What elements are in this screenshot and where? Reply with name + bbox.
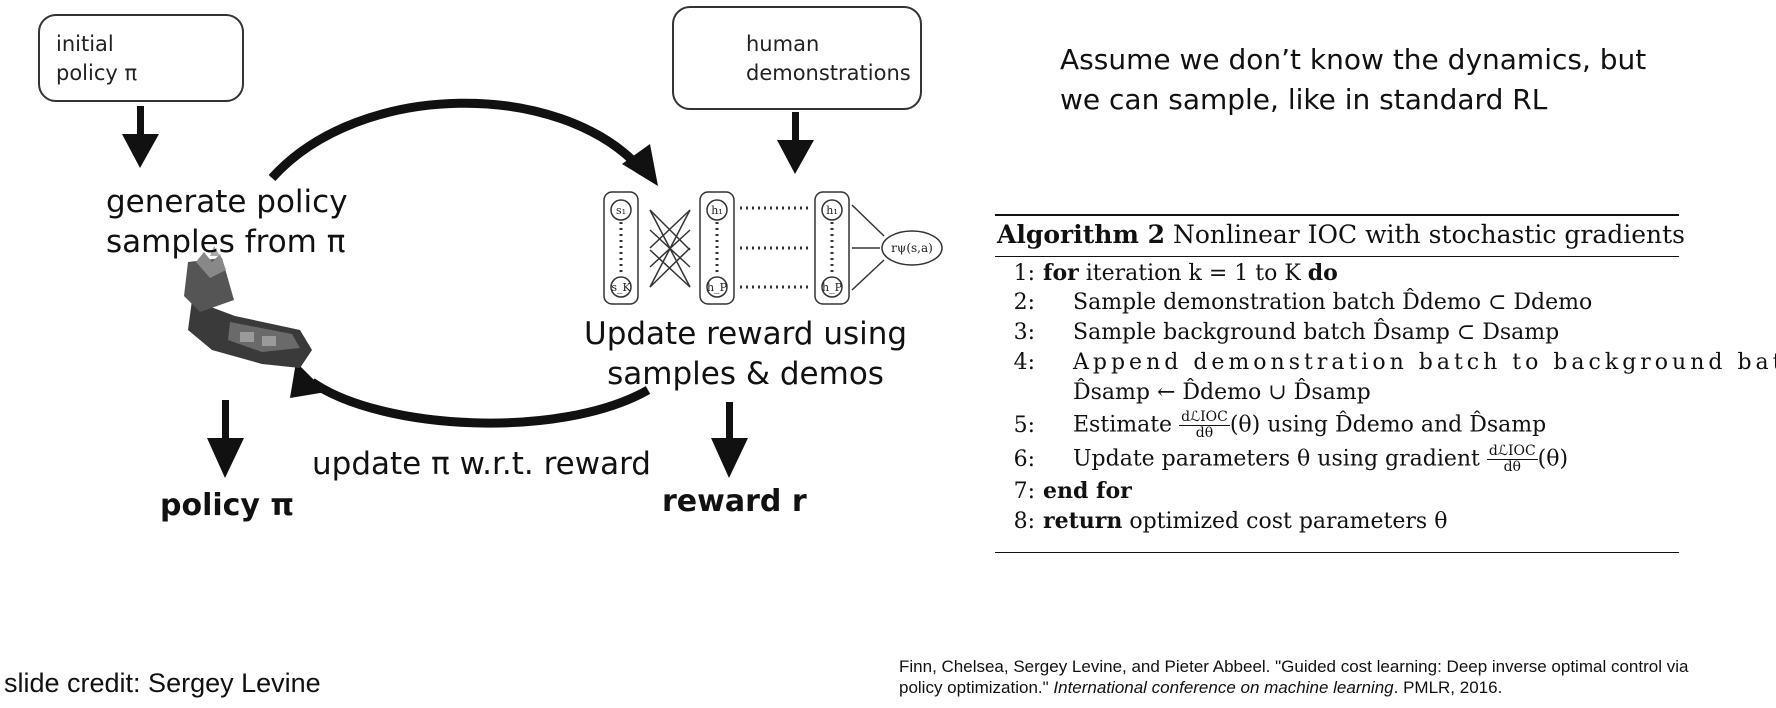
update-reward-line2: samples & demos xyxy=(607,356,884,392)
reward-output-label: reward r xyxy=(662,484,807,519)
algorithm-line-2: 2:Sample demonstration batch D̂demo ⊂ Dd… xyxy=(1013,290,1593,315)
assumption-line2: we can sample, like in standard RL xyxy=(1060,83,1548,116)
algorithm-bottom-rule xyxy=(995,552,1679,553)
algorithm-line-1: 1:for iteration k = 1 to K do xyxy=(1013,260,1338,286)
node-hidden2-bottom: h_P xyxy=(822,281,843,294)
algorithm-line-6: 6:Update parameters θ using gradient dℒI… xyxy=(1013,443,1569,475)
node-input-bottom: s_K xyxy=(611,281,631,294)
citation-line1: Finn, Chelsea, Sergey Levine, and Pieter… xyxy=(899,657,1689,676)
arrow-demos-to-network xyxy=(777,112,814,174)
update-reward-line1: Update reward using xyxy=(584,316,908,352)
curved-arrow-bottom xyxy=(290,362,651,428)
policy-output-label: policy π xyxy=(160,488,295,523)
generate-line1: generate policy xyxy=(106,184,348,220)
algorithm-label: Algorithm 2 xyxy=(997,220,1165,249)
algorithm-block: Algorithm 2 Nonlinear IOC with stochasti… xyxy=(995,214,1776,554)
initial-policy-box: initial policy π xyxy=(38,14,244,102)
algorithm-name: Nonlinear IOC with stochastic gradients xyxy=(1172,220,1685,249)
neural-network xyxy=(603,191,943,305)
citation-line2: policy optimization." International conf… xyxy=(899,678,1503,697)
generate-line2: samples from π xyxy=(106,224,346,260)
assumption-line1: Assume we don’t know the dynamics, but xyxy=(1060,43,1647,76)
initial-policy-line2: policy π xyxy=(56,61,138,85)
algorithm-line-8: 8:return optimized cost parameters θ xyxy=(1013,508,1448,534)
robot-arm-icon xyxy=(184,246,312,368)
arrow-to-policy-output xyxy=(207,400,244,478)
algorithm-line-4: 4:Append demonstration batch to backgrou… xyxy=(1013,350,1776,375)
curved-arrow-top xyxy=(268,98,658,186)
arrow-initial-to-generate xyxy=(122,106,159,168)
human-demos-line2: demonstrations xyxy=(746,61,911,85)
algorithm-line-7: 7:end for xyxy=(1013,478,1132,504)
algorithm-line-4b: D̂samp ← D̂demo ∪ D̂samp xyxy=(1073,380,1371,405)
node-input-top: s₁ xyxy=(616,204,626,217)
network-labels: s₁ s_K h₁ h_P h₁ h_P rψ(s,a) xyxy=(611,204,933,294)
human-demonstrations-box: human demonstrations xyxy=(672,6,922,110)
node-hidden1-top: h₁ xyxy=(711,204,723,217)
arrow-to-reward-output xyxy=(711,402,748,478)
human-demos-line1: human xyxy=(746,32,820,56)
citation: Finn, Chelsea, Sergey Levine, and Pieter… xyxy=(899,656,1773,698)
slide-credit: slide credit: Sergey Levine xyxy=(4,668,321,698)
node-reward-output: rψ(s,a) xyxy=(891,241,933,255)
algorithm-top-rule xyxy=(995,214,1679,216)
update-policy-label: update π w.r.t. reward xyxy=(312,446,651,482)
algorithm-title: Algorithm 2 Nonlinear IOC with stochasti… xyxy=(997,220,1685,249)
update-reward-label: Update reward using samples & demos xyxy=(584,314,907,394)
node-hidden1-bottom: h_P xyxy=(707,281,728,294)
initial-policy-line1: initial xyxy=(56,32,114,56)
generate-samples-label: generate policy samples from π xyxy=(106,182,348,262)
algorithm-title-rule xyxy=(995,256,1679,257)
node-hidden2-top: h₁ xyxy=(826,204,838,217)
assumption-text: Assume we don’t know the dynamics, but w… xyxy=(1060,40,1646,120)
algorithm-line-3: 3:Sample background batch D̂samp ⊂ Dsamp xyxy=(1013,320,1560,345)
